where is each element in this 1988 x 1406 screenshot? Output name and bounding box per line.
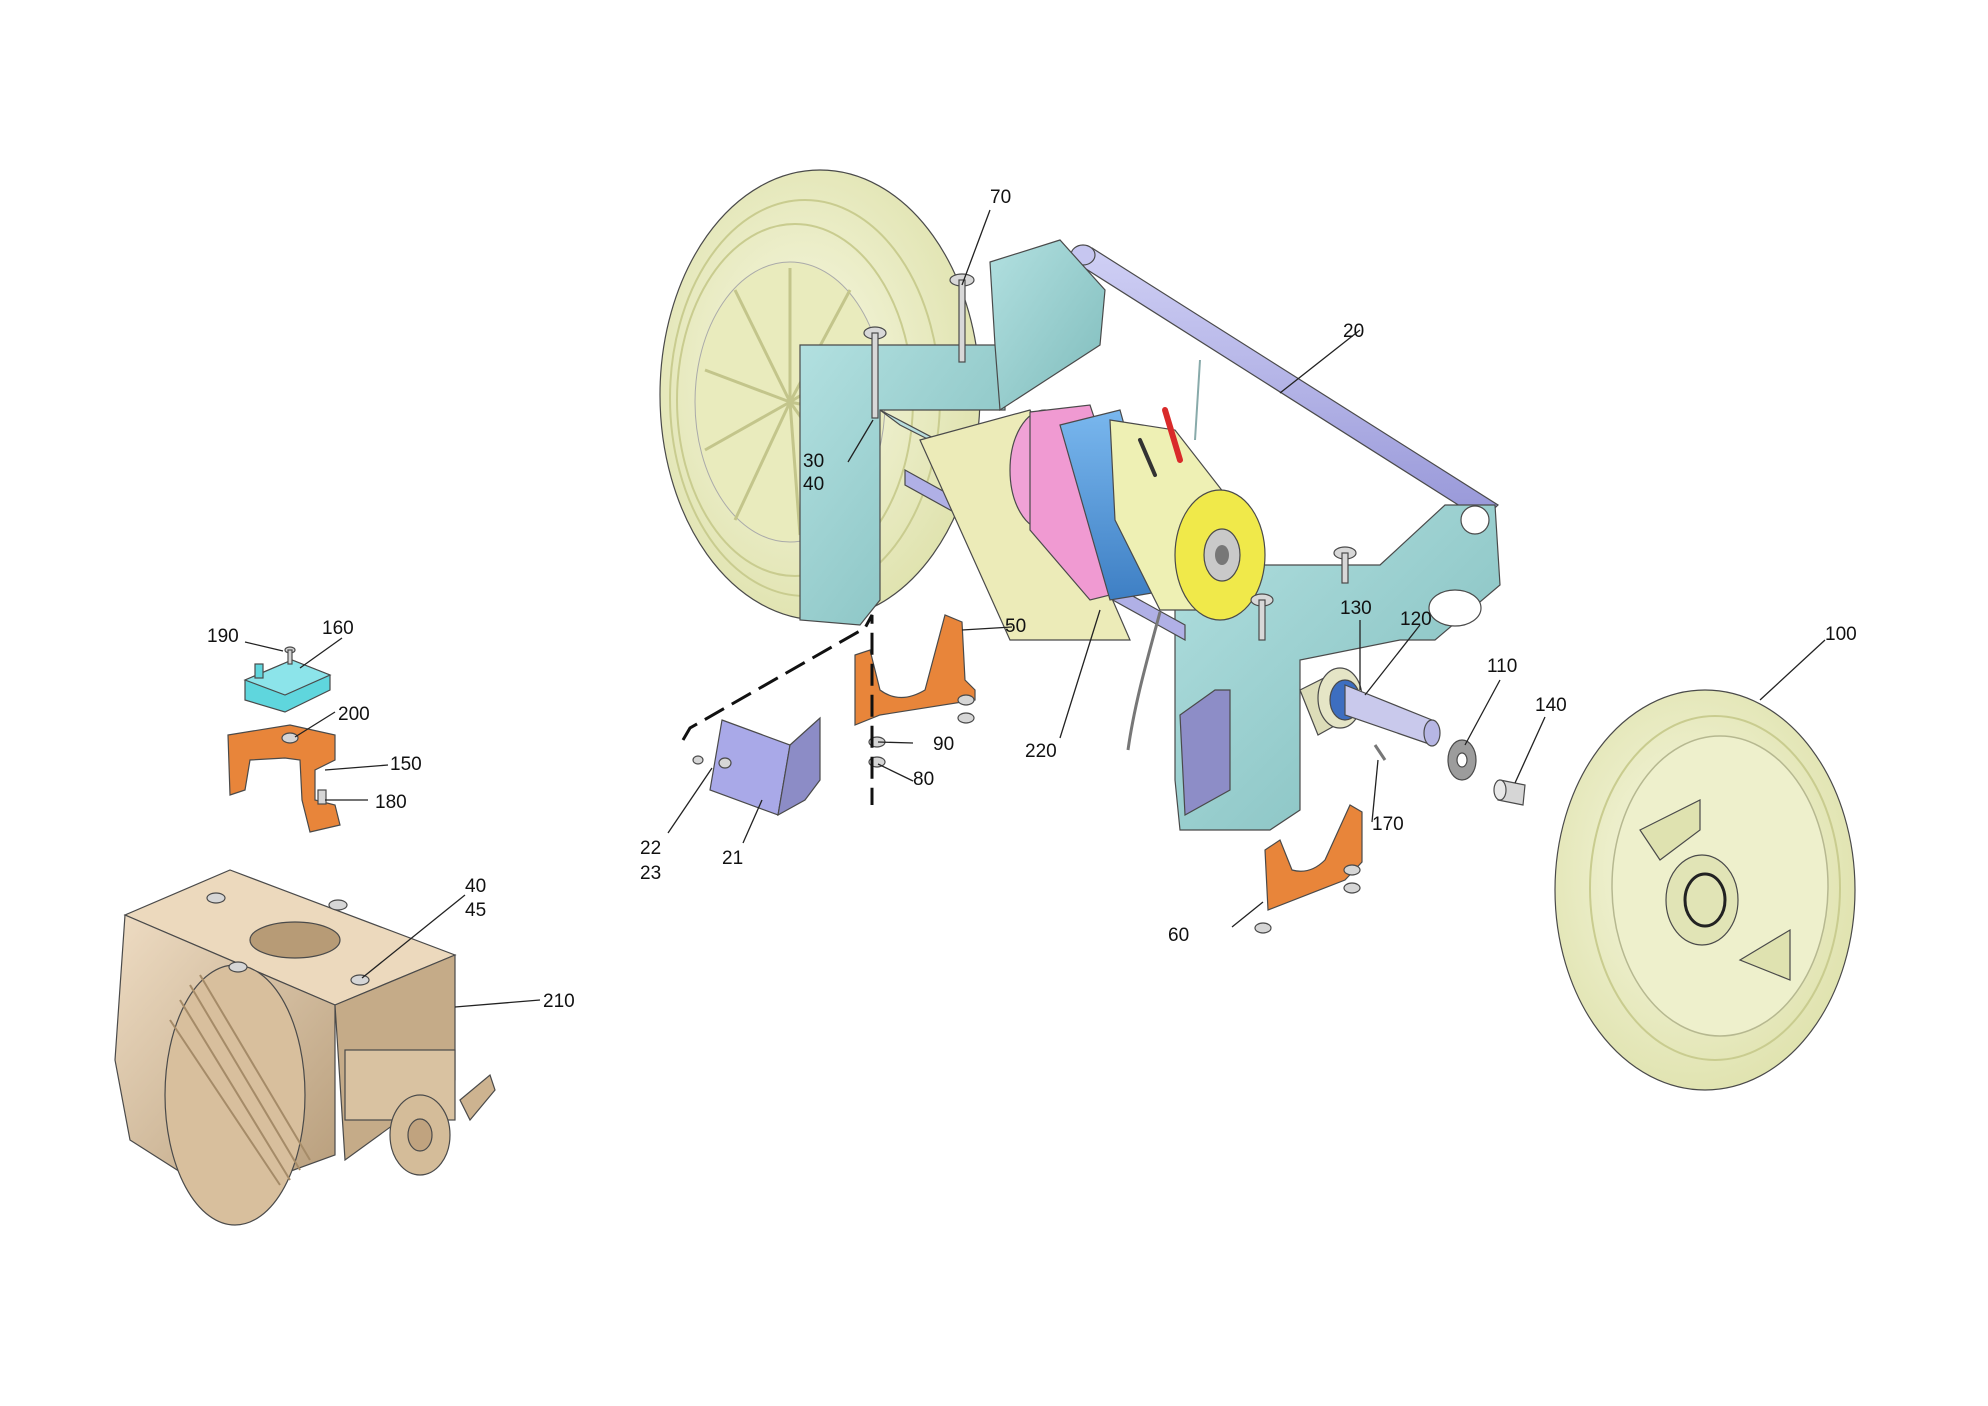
callout-21: 21 [722,848,743,869]
callout-70: 70 [990,187,1011,208]
callout-120: 120 [1400,609,1432,630]
callout-110: 110 [1487,656,1517,677]
callout-210: 210 [543,991,575,1012]
callout-160: 160 [322,618,354,639]
callout-140: 140 [1535,695,1567,716]
washer-and-bolt [1447,739,1526,806]
callout-90: 90 [933,734,954,755]
callout-220: 220 [1025,741,1057,762]
callout-40-upper: 40 [803,474,824,495]
callout-22: 22 [640,838,661,859]
callout-40-lower: 40 [465,876,486,897]
callout-60: 60 [1168,925,1189,946]
leader-lines [244,209,1826,1008]
callout-23: 23 [640,863,661,884]
bracket-50 [854,614,976,726]
callout-150: 150 [390,754,422,775]
electric-motor [919,359,1266,751]
callout-200: 200 [338,704,370,725]
callout-labels: 70 20 30 40 50 90 80 220 130 120 110 140… [207,187,1857,1012]
callout-170: 170 [1372,814,1404,835]
assembly-dashed-line [681,614,874,805]
terminal-box-160 [243,646,332,713]
callout-180: 180 [375,792,407,813]
callout-45: 45 [465,900,486,921]
right-wheel [1554,689,1856,1091]
bracket-60 [1264,804,1363,911]
axle-shaft-assembly [1299,667,1441,761]
mounting-plate-21 [692,716,821,817]
callout-190: 190 [207,626,239,647]
callout-100: 100 [1825,624,1857,645]
callout-130: 130 [1340,598,1372,619]
callout-20: 20 [1343,321,1364,342]
callout-80: 80 [913,769,934,790]
bracket-150 [227,724,341,833]
callout-50: 50 [1005,616,1026,637]
frame-bolts [863,273,1357,641]
callout-30: 30 [803,451,824,472]
gearbox-210 [114,869,496,1226]
